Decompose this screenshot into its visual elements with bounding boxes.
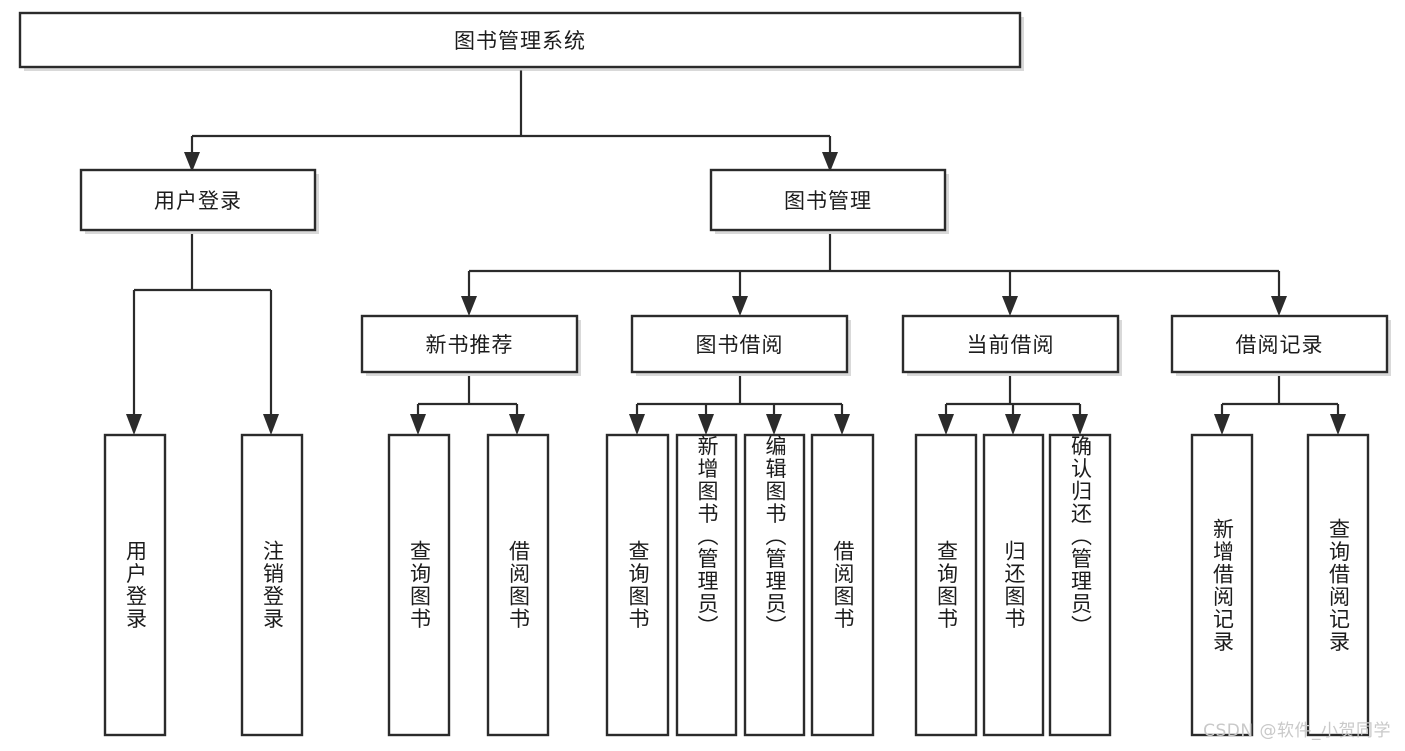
arrowhead-leaf2 [263,414,279,435]
node-root[interactable] [18,11,1022,69]
arrowhead-leaf6 [698,414,714,435]
node-layer [18,11,1391,737]
arrowhead-leaf4 [509,414,525,435]
arrowhead-login [184,152,200,172]
arrowhead-leaf1 [126,414,142,435]
node-records[interactable] [1170,314,1389,374]
node-leaf11[interactable] [1048,433,1112,737]
arrowhead-leaf13 [1330,414,1346,435]
watermark-text: CSDN @软件_小贺同学 [1203,721,1391,741]
arrowhead-newbook [461,296,477,316]
arrowhead-leaf3 [410,414,426,435]
node-leaf6[interactable] [675,433,738,737]
node-leaf3[interactable] [387,433,451,737]
node-leaf4[interactable] [486,433,550,737]
node-leaf2[interactable] [240,433,304,737]
node-newbook[interactable] [360,314,579,374]
node-leaf5[interactable] [605,433,670,737]
arrowhead-leaf7 [766,414,782,435]
node-leaf9[interactable] [914,433,978,737]
arrowhead-leaf9 [938,414,954,435]
node-leaf7[interactable] [743,433,806,737]
node-leaf1[interactable] [103,433,167,737]
arrowhead-leaf12 [1214,414,1230,435]
arrowhead-leaf8 [834,414,850,435]
arrowhead-leaf11 [1072,414,1088,435]
node-leaf10[interactable] [982,433,1045,737]
node-leaf8[interactable] [810,433,875,737]
node-login[interactable] [79,168,317,232]
node-current[interactable] [901,314,1120,374]
node-leaf13[interactable] [1306,433,1370,737]
arrowhead-current [1002,296,1018,316]
arrowhead-records [1271,296,1287,316]
node-borrow[interactable] [630,314,849,374]
node-bookmgmt[interactable] [709,168,947,232]
edge-layer [126,70,1346,435]
node-leaf12[interactable] [1190,433,1254,737]
arrowhead-bookmgmt [822,152,838,172]
arrowhead-borrow [732,296,748,316]
arrowhead-leaf5 [629,414,645,435]
arrowhead-leaf10 [1005,414,1021,435]
